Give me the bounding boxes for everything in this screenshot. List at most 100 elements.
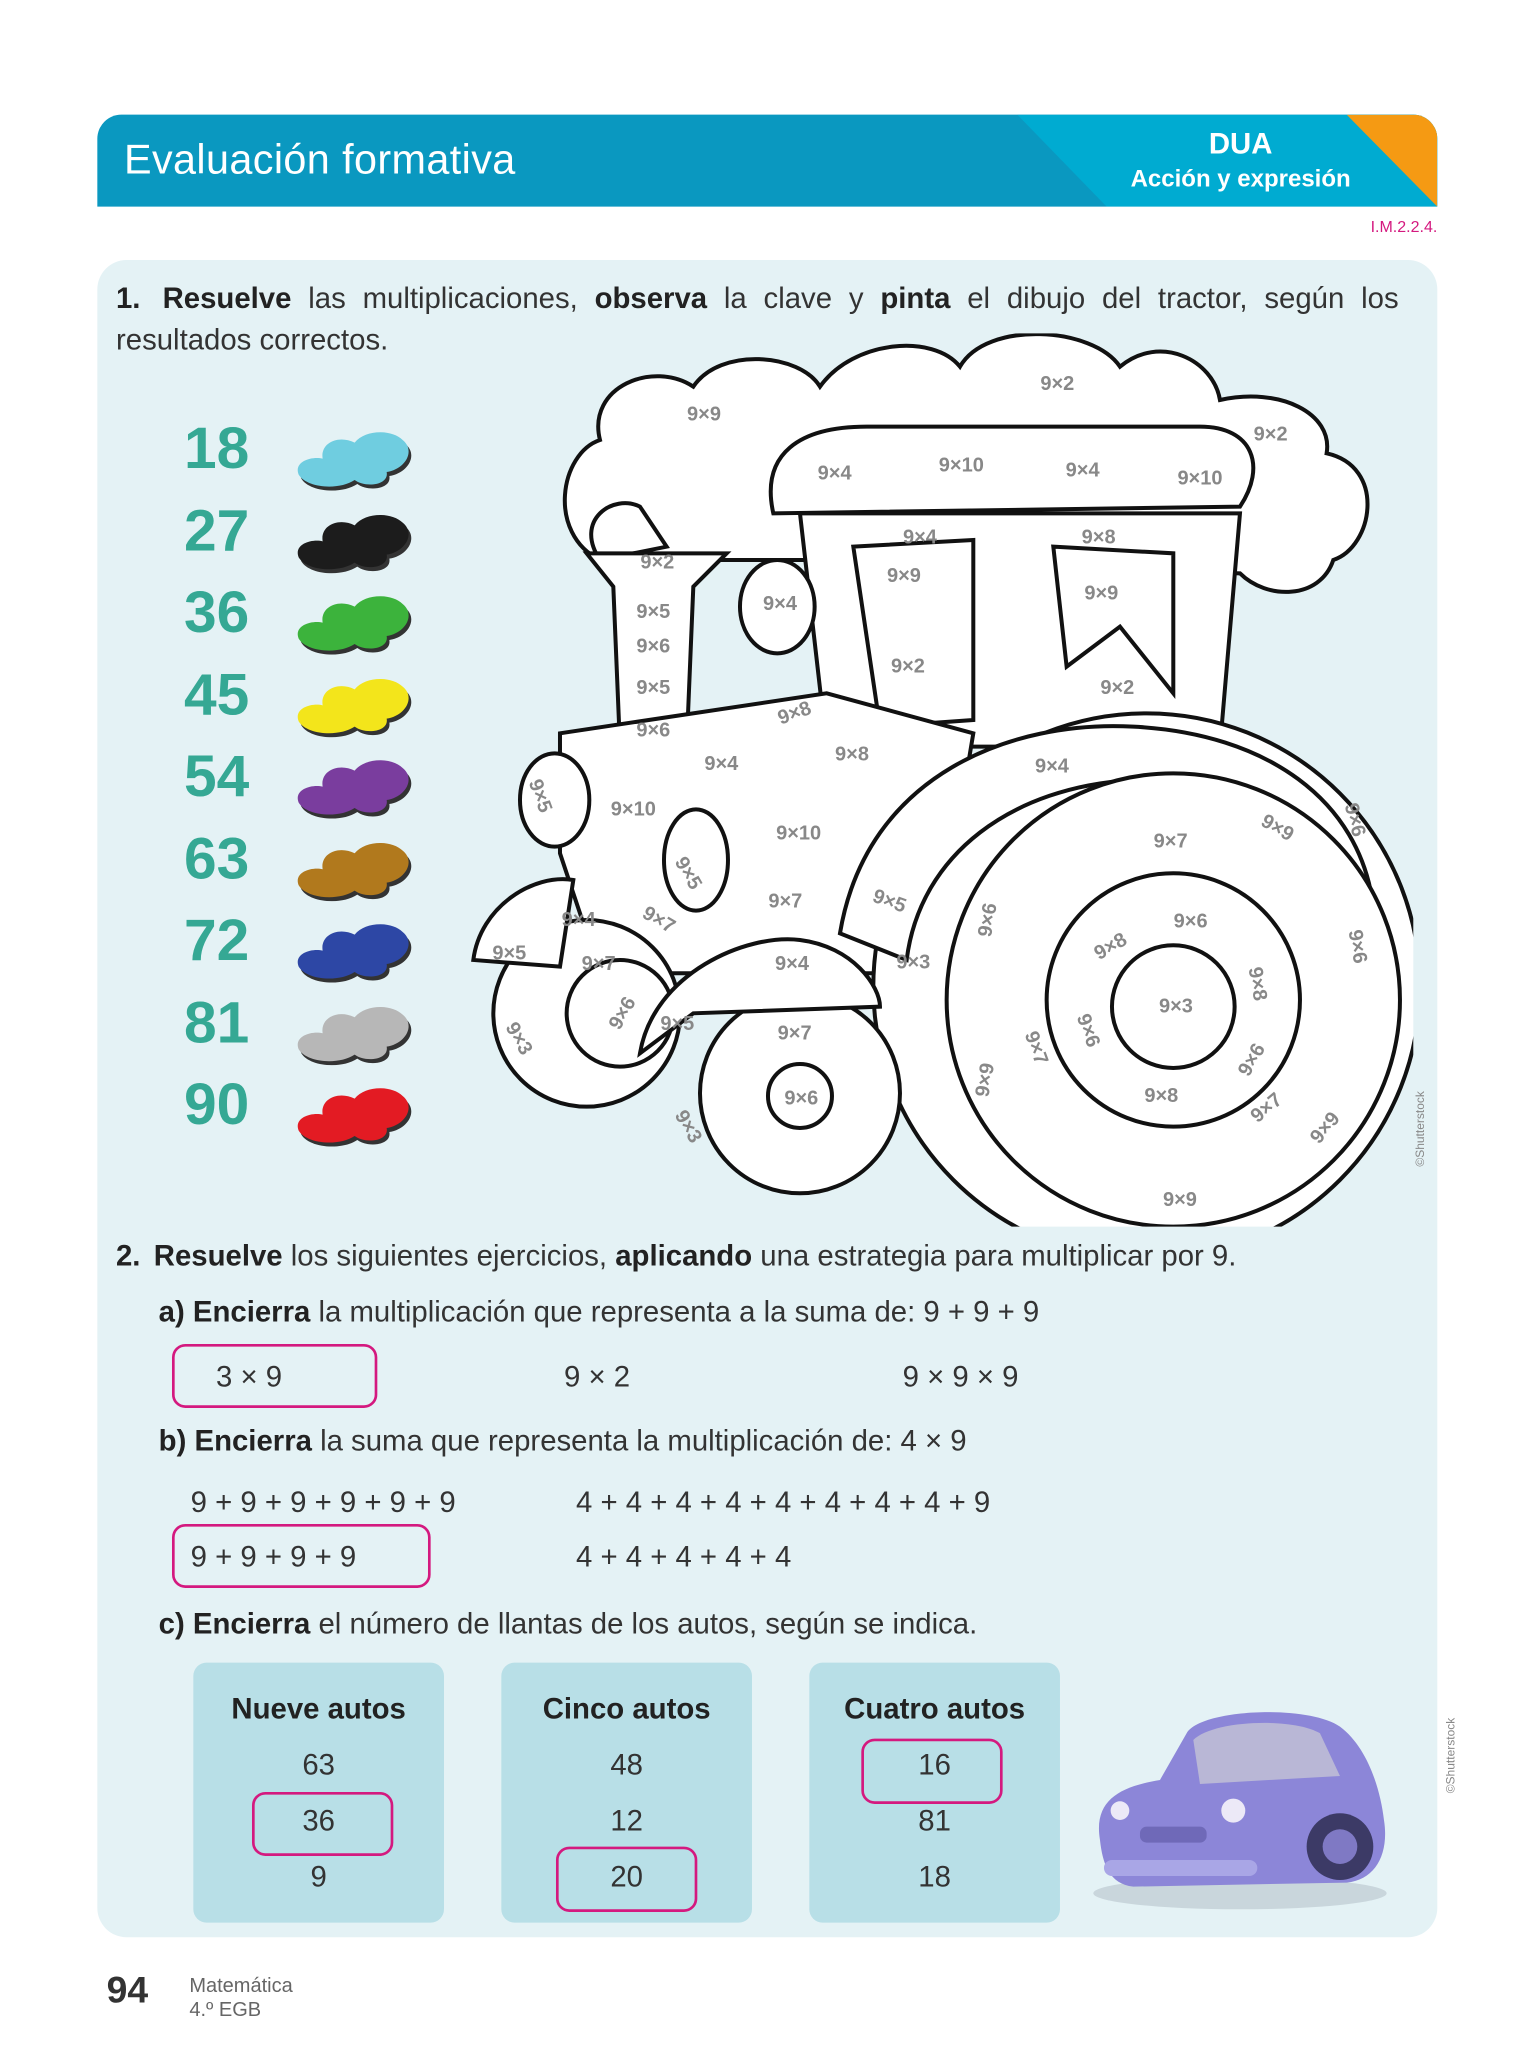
dua-label: DUA	[1208, 126, 1273, 160]
tractor-region-label[interactable]: 9×3	[896, 951, 931, 974]
tractor-region-label[interactable]: 9×5	[636, 600, 671, 624]
table-value[interactable]: 81	[918, 1803, 951, 1838]
key-number: 18	[183, 415, 250, 482]
instruction-text: la multiplicación que representa a la su…	[310, 1294, 1040, 1328]
option-a-3[interactable]: 9 × 9 × 9	[902, 1359, 1019, 1394]
tractor-region-label[interactable]: 9×9	[1084, 581, 1119, 605]
table-cuatro-autos: Cuatro autos 16 81 18	[809, 1662, 1060, 1923]
tractor-region-label[interactable]: 9×6	[636, 635, 671, 658]
color-swatch	[297, 596, 412, 655]
question-2c: c) Encierra el número de llantas de los …	[159, 1603, 978, 1644]
tractor-region-label[interactable]: 9×5	[636, 676, 671, 700]
tractor-region-label[interactable]: 9×4	[903, 525, 937, 549]
tractor-region-label[interactable]: 9×2	[1253, 423, 1288, 446]
tractor-region-label[interactable]: 9×5	[660, 1012, 695, 1036]
table-value[interactable]: 12	[610, 1803, 643, 1838]
footer-subject: Matemática	[189, 1974, 293, 1998]
table-value[interactable]: 16	[918, 1747, 951, 1782]
tractor-drawing[interactable]	[453, 333, 1414, 1227]
color-swatch	[297, 432, 412, 491]
answer-circle	[861, 1738, 1003, 1804]
tractor-region-label[interactable]: 9×7	[768, 889, 803, 913]
tractor-region-label[interactable]: 9×4	[763, 592, 797, 616]
option-a-2[interactable]: 9 × 2	[563, 1359, 631, 1394]
answer-circle	[555, 1846, 698, 1912]
item-letter: a)	[158, 1294, 193, 1328]
tractor-region-label[interactable]: 9×10	[1177, 467, 1223, 490]
table-value[interactable]: 9	[310, 1859, 327, 1894]
front-wheel-right-hub	[765, 1061, 834, 1130]
tractor-region-label[interactable]: 9×8	[835, 743, 869, 766]
tractor-region-label[interactable]: 9×3	[1159, 995, 1193, 1018]
table-value[interactable]: 48	[610, 1747, 643, 1782]
instruction-verb: aplicando	[615, 1238, 753, 1272]
tractor-region-label[interactable]: 9×4	[775, 952, 809, 976]
indicator-code: I.M.2.2.4.	[1370, 217, 1438, 236]
color-swatch	[297, 1088, 412, 1147]
instruction-text: una estrategia para multiplicar por 9.	[752, 1238, 1237, 1272]
section-header: Evaluación formativa DUA Acción y expres…	[97, 114, 1438, 207]
color-swatch	[297, 514, 412, 573]
tractor-region-label[interactable]: 9×2	[1040, 372, 1075, 396]
key-number: 90	[183, 1071, 250, 1138]
tractor-region-label[interactable]: 9×4	[561, 908, 596, 932]
tractor-region-label[interactable]: 9×2	[1100, 676, 1135, 700]
exhaust-mirror	[737, 557, 817, 656]
tractor-region-label[interactable]: 9×8	[1144, 1084, 1179, 1108]
option-b-3[interactable]: 9 + 9 + 9 + 9	[190, 1539, 357, 1574]
table-value[interactable]: 20	[610, 1859, 643, 1894]
instruction-verb: Encierra	[192, 1606, 311, 1640]
instruction-text: el número de llantas de los autos, según…	[310, 1606, 978, 1640]
color-swatch	[297, 760, 412, 819]
tractor-region-label[interactable]: 9×4	[1035, 755, 1069, 778]
table-title: Nueve autos	[231, 1691, 406, 1726]
option-a-1[interactable]: 3 × 9	[215, 1359, 283, 1394]
tractor-roof	[768, 424, 1256, 516]
page-title: Evaluación formativa	[123, 135, 516, 183]
question-2: 2.Resuelve los siguientes ejercicios, ap…	[116, 1235, 1236, 1276]
page-number: 94	[106, 1969, 149, 2011]
tractor-region-label[interactable]: 9×2	[891, 655, 925, 678]
front-fender-right	[637, 937, 882, 1058]
instruction-text: la suma que representa la multiplicación…	[311, 1423, 967, 1458]
tractor-region-label[interactable]: 9×6	[636, 719, 671, 742]
smoke-puff	[589, 501, 670, 563]
table-value[interactable]: 36	[302, 1803, 335, 1838]
cabin-window-left	[851, 537, 976, 729]
tractor-region-label[interactable]: 9×10	[776, 821, 822, 845]
tractor-region-label[interactable]: 9×2	[640, 551, 675, 574]
image-credit: ©Shutterstock	[1443, 1717, 1458, 1794]
instruction-verb: Encierra	[194, 1423, 312, 1458]
question-1: 1. Resuelve las multiplicaciones, observ…	[116, 277, 1399, 360]
color-swatch	[297, 842, 412, 901]
instruction-text: la clave y	[707, 281, 881, 315]
tractor-region-label[interactable]: 9×7	[777, 1021, 812, 1045]
tractor-region-label[interactable]: 9×9	[887, 564, 921, 588]
tractor-region-label[interactable]: 9×8	[1081, 525, 1116, 549]
side-light	[661, 807, 730, 913]
tractor-region-label[interactable]: 9×10	[610, 797, 656, 821]
tractor-region-label[interactable]: 9×4	[704, 752, 739, 776]
tractor-region-label[interactable]: 9×6	[1173, 909, 1208, 933]
table-value[interactable]: 63	[302, 1747, 335, 1782]
tractor-region-label[interactable]: 9×6	[784, 1087, 819, 1110]
option-b-1[interactable]: 9 + 9 + 9 + 9 + 9 + 9	[190, 1485, 456, 1519]
tractor-region-label[interactable]: 9×9	[687, 403, 721, 426]
tractor-region-label[interactable]: 9×7	[1153, 829, 1188, 853]
answer-circle	[251, 1791, 394, 1856]
tractor-region-label[interactable]: 9×9	[1163, 1188, 1197, 1212]
option-b-4[interactable]: 4 + 4 + 4 + 4 + 4	[575, 1539, 792, 1574]
rear-wheel-hub	[1109, 943, 1237, 1070]
option-b-2[interactable]: 4 + 4 + 4 + 4 + 4 + 4 + 4 + 4 + 9	[575, 1485, 991, 1519]
tractor-region-label[interactable]: 9×7	[581, 952, 616, 976]
table-nueve-autos: Nueve autos 63 36 9	[193, 1662, 444, 1923]
instruction-verb: Resuelve	[153, 1238, 283, 1272]
tractor-region-label[interactable]: 9×5	[492, 941, 527, 965]
tractor-region-label[interactable]: 9×10	[938, 453, 984, 477]
table-value[interactable]: 18	[918, 1859, 951, 1894]
key-number: 36	[183, 579, 250, 646]
tractor-region-label[interactable]: 9×4	[817, 461, 852, 485]
tractor-region-label[interactable]: 9×4	[1065, 459, 1100, 482]
cabin-window-right	[1051, 544, 1176, 700]
